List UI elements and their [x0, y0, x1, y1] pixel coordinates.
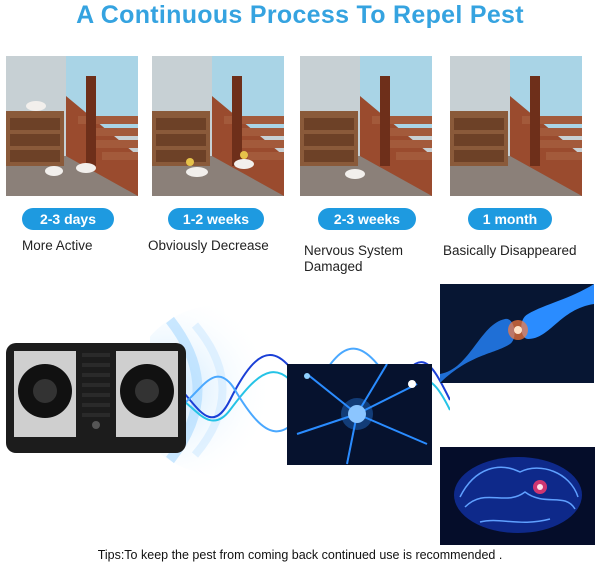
pest-repeller-device-image — [6, 343, 186, 453]
stage-1-caption: More Active — [22, 238, 93, 254]
stage-4-duration-badge: 1 month — [468, 208, 552, 230]
stage-4-image — [450, 56, 582, 196]
stage-2-duration-badge: 1-2 weeks — [168, 208, 264, 230]
stage-1-image — [6, 56, 138, 196]
stage-3-image — [300, 56, 432, 196]
synapse-image — [440, 284, 594, 383]
stage-4-caption-line1: Basically Disappeared — [443, 243, 577, 258]
stage-2-image — [152, 56, 284, 196]
stage-2-caption-line1: Obviously Decrease — [148, 238, 269, 253]
neuron-network-image — [287, 364, 432, 465]
stage-2-caption: Obviously Decrease — [148, 238, 269, 254]
page-title: A Continuous Process To Repel Pest — [76, 1, 524, 29]
usage-tip: Tips:To keep the pest from coming back c… — [97, 548, 503, 562]
stage-4-caption: Basically Disappeared — [443, 243, 577, 259]
stage-3-caption: Nervous System Damaged — [304, 243, 403, 275]
stage-1-caption-line1: More Active — [22, 238, 93, 253]
brain-image — [440, 447, 595, 545]
stage-3-caption-line2: Damaged — [304, 259, 363, 274]
stage-1-duration-badge: 2-3 days — [22, 208, 114, 230]
stage-3-caption-line1: Nervous System — [304, 243, 404, 258]
stage-3-duration-badge: 2-3 weeks — [318, 208, 416, 230]
